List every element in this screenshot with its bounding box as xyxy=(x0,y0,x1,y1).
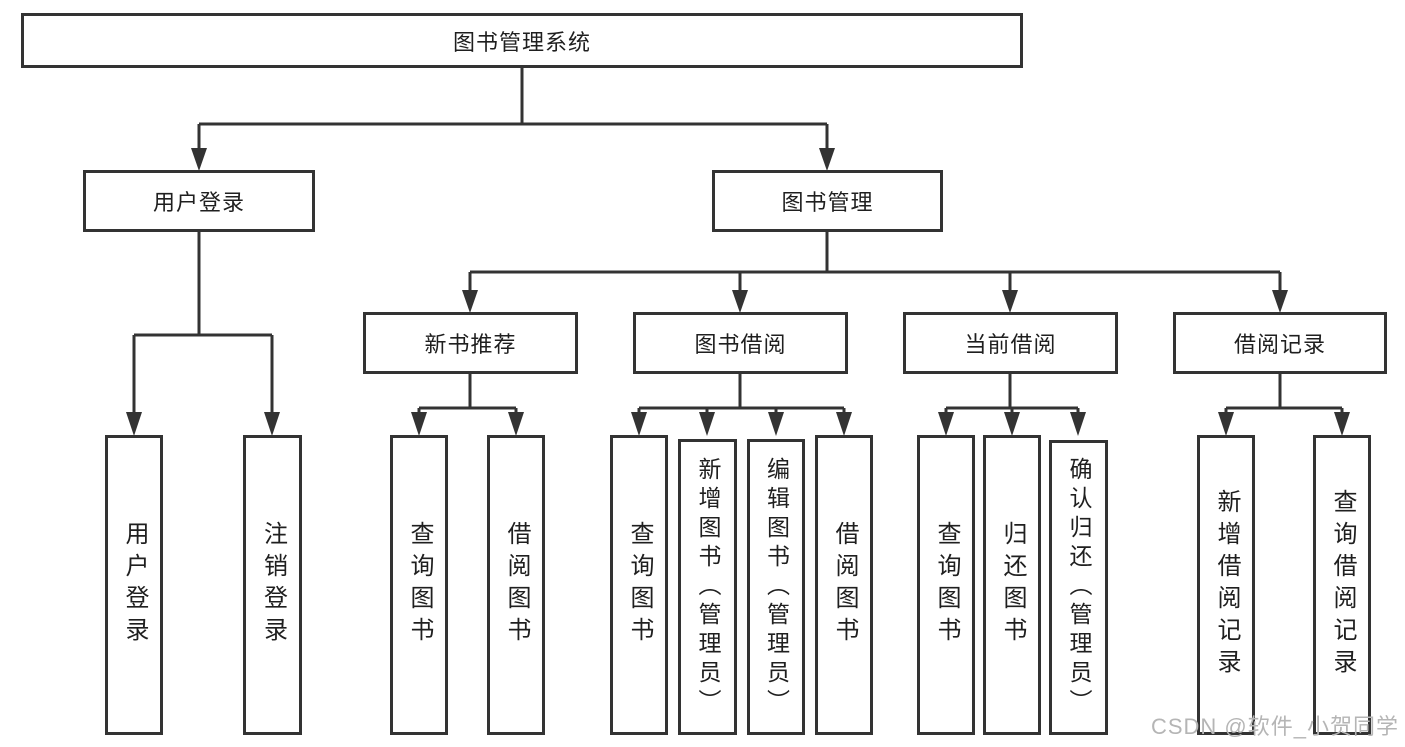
node-leaf-query-record: 查询借阅记录 xyxy=(1313,435,1371,735)
node-book-borrow-label: 图书借阅 xyxy=(694,332,787,357)
node-new-book-rec: 新书推荐 xyxy=(363,312,578,374)
arrowhead-new-book-rec xyxy=(462,290,478,313)
node-leaf-logout-label: 注销登录 xyxy=(259,521,287,649)
node-borrow-record: 借阅记录 xyxy=(1173,312,1387,374)
node-leaf-query-book-1-label: 查询图书 xyxy=(406,521,433,649)
arrowhead-add-record xyxy=(1218,412,1234,436)
node-leaf-borrow-book-1-label: 借阅图书 xyxy=(503,521,530,649)
arrowhead-query-record xyxy=(1334,412,1350,436)
node-leaf-query-record-label: 查询借阅记录 xyxy=(1329,489,1356,681)
node-new-book-rec-label: 新书推荐 xyxy=(424,332,517,357)
arrowhead-current-borrow xyxy=(1002,290,1018,313)
arrowhead-return-book xyxy=(1004,412,1020,436)
arrowhead-leaf-user-login xyxy=(126,412,142,436)
arrowhead-edit-book xyxy=(768,412,784,436)
arrowhead-query-book-2 xyxy=(631,412,647,436)
node-current-borrow: 当前借阅 xyxy=(903,312,1118,374)
arrowhead-borrow-book-2 xyxy=(836,412,852,436)
node-user-login-label: 用户登录 xyxy=(152,190,245,215)
node-leaf-add-record: 新增借阅记录 xyxy=(1197,435,1255,735)
node-leaf-add-book: 新增图书（管理员） xyxy=(678,439,737,735)
node-leaf-borrow-book-1: 借阅图书 xyxy=(487,435,545,735)
node-leaf-edit-book: 编辑图书（管理员） xyxy=(747,439,805,735)
node-book-mgmt: 图书管理 xyxy=(712,170,943,232)
arrowhead-query-book-1 xyxy=(411,412,427,436)
node-leaf-return-book: 归还图书 xyxy=(983,435,1041,735)
node-leaf-logout: 注销登录 xyxy=(243,435,302,735)
node-leaf-query-book-3-label: 查询图书 xyxy=(933,521,960,649)
arrowhead-leaf-logout xyxy=(264,412,280,436)
node-root: 图书管理系统 xyxy=(21,13,1023,68)
arrowhead-borrow-record xyxy=(1272,290,1288,313)
node-leaf-query-book-1: 查询图书 xyxy=(390,435,448,735)
node-current-borrow-label: 当前借阅 xyxy=(964,332,1057,357)
arrowhead-confirm-return xyxy=(1070,412,1086,436)
node-leaf-query-book-3: 查询图书 xyxy=(917,435,975,735)
node-root-label: 图书管理系统 xyxy=(452,29,591,55)
arrowhead-query-book-3 xyxy=(938,412,954,436)
node-leaf-query-book-2-label: 查询图书 xyxy=(626,521,653,649)
node-leaf-query-book-2: 查询图书 xyxy=(610,435,668,735)
node-leaf-user-login: 用户登录 xyxy=(105,435,163,735)
node-leaf-borrow-book-2: 借阅图书 xyxy=(815,435,873,735)
node-borrow-record-label: 借阅记录 xyxy=(1233,332,1326,357)
arrowhead-book-mgmt xyxy=(819,148,835,171)
node-book-borrow: 图书借阅 xyxy=(633,312,848,374)
arrowhead-user-login xyxy=(191,148,207,171)
arrowhead-add-book xyxy=(699,412,715,436)
node-leaf-confirm-return-label: 确认归还（管理员） xyxy=(1066,457,1092,718)
arrowhead-book-borrow xyxy=(732,290,748,313)
node-book-mgmt-label: 图书管理 xyxy=(781,190,874,215)
node-leaf-add-book-label: 新增图书（管理员） xyxy=(695,456,721,718)
node-leaf-edit-book-label: 编辑图书（管理员） xyxy=(763,456,790,718)
node-user-login: 用户登录 xyxy=(83,170,315,232)
node-leaf-return-book-label: 归还图书 xyxy=(999,521,1026,649)
node-leaf-add-record-label: 新增借阅记录 xyxy=(1213,489,1240,681)
node-leaf-borrow-book-2-label: 借阅图书 xyxy=(831,521,858,649)
node-leaf-user-login-label: 用户登录 xyxy=(121,521,148,649)
node-leaf-confirm-return: 确认归还（管理员） xyxy=(1049,440,1108,735)
arrowhead-borrow-book-1 xyxy=(508,412,524,436)
